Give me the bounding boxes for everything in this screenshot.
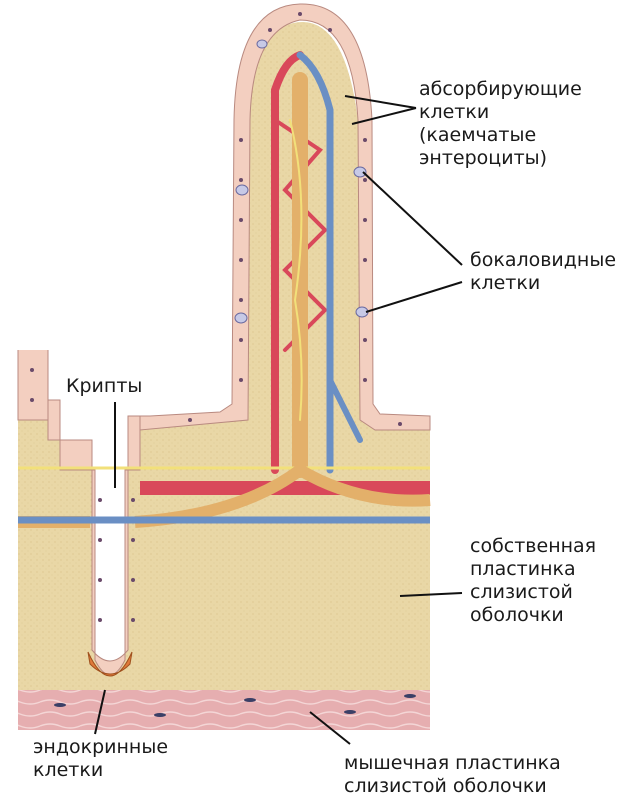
label-line: клетки	[419, 101, 582, 124]
label-endocrine-cells: эндокринные клетки	[33, 736, 168, 782]
label-line: собственная	[470, 535, 596, 558]
label-line: слизистой оболочки	[344, 775, 561, 798]
label-line: клетки	[470, 272, 616, 295]
label-line: бокаловидные	[470, 249, 616, 272]
label-line: абсорбирующие	[419, 78, 582, 101]
label-line: (каемчатые	[419, 124, 582, 147]
label-line: пластинка	[470, 558, 596, 581]
label-goblet-cells: бокаловидные клетки	[470, 249, 616, 295]
label-lamina-propria: собственная пластинка слизистой оболочки	[470, 535, 596, 627]
label-line: слизистой	[470, 581, 596, 604]
label-muscularis-mucosae: мышечная пластинка слизистой оболочки	[344, 752, 561, 798]
label-line: оболочки	[470, 604, 596, 627]
label-line: эндокринные	[33, 736, 168, 759]
label-line: энтероциты)	[419, 147, 582, 170]
label-crypts: Крипты	[62, 375, 146, 398]
label-line: клетки	[33, 759, 168, 782]
muscularis-mucosae	[18, 690, 430, 730]
label-line: мышечная пластинка	[344, 752, 561, 775]
crypt-left-wall	[18, 350, 48, 420]
label-absorptive-cells: абсорбирующие клетки (каемчатые энтероци…	[419, 78, 582, 170]
